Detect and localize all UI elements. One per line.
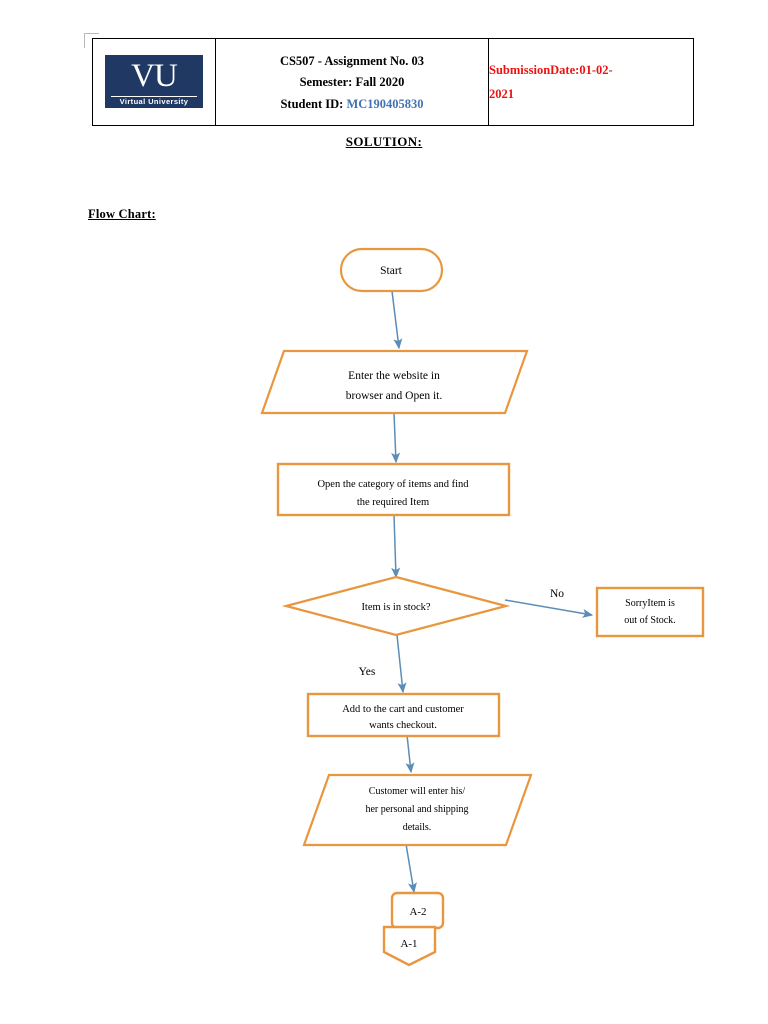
flow-node-in-stock-label: Item is in stock? xyxy=(361,602,430,613)
edge-label-no: No xyxy=(550,588,564,600)
submission-date-cell: SubmissionDate:01-02- 2021 xyxy=(488,38,694,126)
flow-node-a1[interactable]: A-1 xyxy=(382,925,437,967)
edge-open-cat-to-in-stock xyxy=(391,514,401,579)
flow-node-enter-info-label-line3: details. xyxy=(403,822,432,833)
student-id-value: MC190405830 xyxy=(346,96,424,111)
submission-date-label: Date: xyxy=(550,62,580,77)
semester-line: Semester: Fall 2020 xyxy=(299,75,405,90)
flow-node-open-cat[interactable]: Open the category of items and find the … xyxy=(276,462,511,517)
flow-node-open-cat-label-line1: Open the category of items and find xyxy=(317,479,469,490)
flow-node-start[interactable]: Start xyxy=(339,247,444,293)
edge-label-yes: Yes xyxy=(359,666,376,678)
flow-node-out-stock-label-line2: out of Stock. xyxy=(624,615,675,626)
pentagon-down-shape xyxy=(382,925,437,967)
assignment-title: CS507 - Assignment No. 03 xyxy=(279,53,425,68)
student-id-line: Student ID: MC190405830 xyxy=(216,93,488,115)
parallelogram-shape xyxy=(302,773,533,847)
logo-cell: VU Virtual University xyxy=(92,38,216,126)
edge-in-stock-to-add-cart xyxy=(396,634,407,694)
edge-in-stock-to-out-stock xyxy=(504,599,594,618)
flow-node-add-cart[interactable]: Add to the cart and customer wants check… xyxy=(306,692,501,738)
flow-node-in-stock[interactable]: Item is in stock? xyxy=(281,575,511,637)
flow-node-enter-site-label-line1: Enter the website in xyxy=(348,370,440,382)
assignment-header-table: VU Virtual University CS507 - Assignment… xyxy=(92,38,694,126)
assignment-info-cell: CS507 - Assignment No. 03 Semester: Fall… xyxy=(215,38,489,126)
student-id-label: Student ID: xyxy=(280,96,344,111)
flow-node-enter-info-label-line1: Customer will enter his/ xyxy=(369,786,466,797)
edge-start-to-enter-site xyxy=(391,290,403,350)
flow-node-a2[interactable]: A-2 xyxy=(390,891,445,930)
table-row: VU Virtual University CS507 - Assignment… xyxy=(92,38,694,126)
flow-node-out-stock-label-line1: SorryItem is xyxy=(625,598,675,609)
flow-node-enter-site[interactable]: Enter the website in browser and Open it… xyxy=(260,349,529,415)
vu-logo-mark: VU xyxy=(131,58,178,95)
flow-node-add-cart-label-line2: wants checkout. xyxy=(369,720,437,731)
flow-node-open-cat-label-line2: the required Item xyxy=(357,497,429,508)
flow-node-add-cart-label-line1: Add to the cart and customer xyxy=(342,704,464,715)
solution-heading: SOLUTION: xyxy=(345,134,423,149)
page-corner-mark xyxy=(84,33,99,48)
submission-date-text: SubmissionDate:01-02- 2021 xyxy=(489,58,693,107)
submission-date-value-part1: 01-02- xyxy=(579,62,613,77)
flow-node-enter-info-label-line2: her personal and shipping xyxy=(365,804,468,815)
flow-node-enter-site-label-line2: browser and Open it. xyxy=(346,390,443,402)
process-shape xyxy=(276,462,511,517)
flow-connectors xyxy=(391,290,594,894)
flow-node-a2-label: A-2 xyxy=(409,906,426,918)
flowchart-heading: Flow Chart: xyxy=(88,207,156,221)
flow-node-enter-info[interactable]: Customer will enter his/ her personal an… xyxy=(302,773,533,847)
flow-node-start-label: Start xyxy=(380,265,403,277)
submission-date-value-part2: 2021 xyxy=(489,87,514,101)
flow-node-out-stock[interactable]: SorryItem is out of Stock. xyxy=(595,586,705,638)
decision-shape xyxy=(281,575,511,637)
parallelogram-shape xyxy=(260,349,529,415)
terminator-shape xyxy=(339,247,444,293)
vu-logo: VU Virtual University xyxy=(105,55,203,109)
submission-label: Submission xyxy=(489,62,551,77)
process-shape xyxy=(306,692,501,738)
vu-logo-name: Virtual University xyxy=(111,95,197,107)
edge-enter-site-to-open-cat xyxy=(391,412,401,464)
edge-add-cart-to-enter-info xyxy=(405,734,415,774)
flow-node-a1-label: A-1 xyxy=(400,938,417,950)
edge-enter-info-to-a2 xyxy=(405,843,417,894)
process-shape xyxy=(595,586,705,638)
